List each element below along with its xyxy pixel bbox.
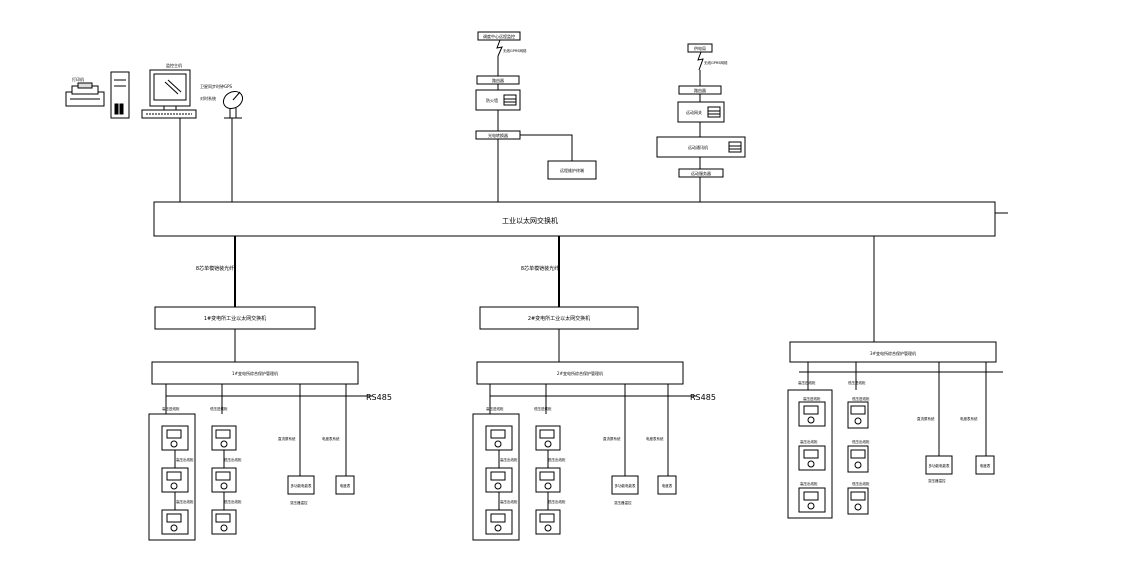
svg-text:2#变电所工业以太网交换机: 2#变电所工业以太网交换机: [528, 315, 590, 322]
satellite-dish-icon: [222, 90, 244, 119]
svg-text:多功能电能表: 多功能电能表: [929, 463, 950, 468]
svg-text:路由器: 路由器: [492, 77, 504, 83]
relay-units-right-1: [211, 425, 237, 535]
energy-meter-1: [287, 475, 315, 495]
main-switch-label: 工业以太网交换机: [502, 216, 558, 225]
svg-text:高压出线柜: 高压出线柜: [176, 457, 194, 462]
svg-text:无线GPRS网络: 无线GPRS网络: [503, 48, 527, 53]
svg-text:2#变电所综合保护管理机: 2#变电所综合保护管理机: [557, 370, 603, 376]
utility-top-box: [687, 43, 713, 53]
svg-text:电度表系统: 电度表系统: [960, 416, 978, 421]
relay-units-left-3: [798, 401, 826, 513]
svg-text:高压出线柜: 高压出线柜: [500, 499, 518, 504]
utility-comm: [656, 136, 746, 158]
utility-group: 供电局 无线GPRS网络 路由器 远动网关 远动通讯机 远动服务器: [656, 43, 746, 202]
gps-sub-label: 对时系统: [200, 95, 216, 101]
svg-text:路由器: 路由器: [694, 87, 706, 93]
svg-text:低压进线柜: 低压进线柜: [848, 380, 866, 385]
monitor-label: 监控主机: [166, 62, 182, 68]
svg-text:调度中心远程监控: 调度中心远程监控: [483, 33, 515, 39]
gps-label: 卫星同步时钟GPS: [200, 83, 233, 89]
svg-text:低压进线柜: 低压进线柜: [852, 396, 870, 401]
svg-text:光电转换器: 光电转换器: [488, 132, 508, 138]
dispatch-center-group: 调度中心远程监控 无线GPRS网络 路由器 防火墙 光电转换器 远程维护终端: [475, 31, 597, 202]
svg-text:电度表系统: 电度表系统: [322, 436, 340, 441]
relay-units-right-2: [535, 425, 561, 535]
svg-text:高压进线柜: 高压进线柜: [803, 396, 821, 401]
svg-text:防火墙: 防火墙: [486, 97, 498, 103]
svg-text:低压进线柜: 低压进线柜: [534, 406, 552, 411]
svg-text:变压器温控: 变压器温控: [928, 478, 946, 483]
svg-text:高压出线柜: 高压出线柜: [800, 481, 818, 486]
svg-text:直流屏系统: 直流屏系统: [278, 436, 296, 441]
utility-lightning-icon: [697, 51, 704, 71]
svg-text:低压进线柜: 低压进线柜: [210, 406, 228, 411]
hv-cabinet-group-3: [787, 389, 833, 519]
svg-text:电度表: 电度表: [980, 463, 991, 468]
svg-text:低压出线柜: 低压出线柜: [852, 439, 870, 444]
substation-2: 8芯单模铠装光纤 2#变电所工业以太网交换机 2#变电所综合保护管理机 RS48…: [472, 236, 716, 541]
svg-text:低压出线柜: 低压出线柜: [548, 499, 566, 504]
svg-text:变压器温控: 变压器温控: [290, 500, 308, 505]
svg-text:变压器温控: 变压器温控: [614, 500, 632, 505]
rs485-label-2: RS485: [690, 393, 716, 402]
svg-text:高压出线柜: 高压出线柜: [800, 439, 818, 444]
svg-text:远动服务器: 远动服务器: [691, 170, 711, 176]
hv-cabinet-group-1: [148, 413, 196, 541]
svg-text:多功能电能表: 多功能电能表: [291, 483, 312, 488]
energy-meter-2: [611, 475, 639, 495]
svg-text:高压出线柜: 高压出线柜: [176, 499, 194, 504]
svg-text:3#变电所综合保护管理机: 3#变电所综合保护管理机: [870, 350, 916, 356]
svg-text:供电局: 供电局: [694, 45, 706, 51]
svg-text:1#变电所综合保护管理机: 1#变电所综合保护管理机: [232, 370, 278, 376]
substation-1: 8芯单模铠装光纤 1#变电所工业以太网交换机 1#变电所综合保护管理机 RS48…: [148, 236, 392, 541]
rs485-label-1: RS485: [366, 393, 392, 402]
svg-text:低压出线柜: 低压出线柜: [852, 481, 870, 486]
meter-box-1: [335, 475, 355, 495]
svg-text:远动通讯机: 远动通讯机: [688, 144, 708, 150]
printer-icon: [65, 82, 105, 107]
svg-text:直流屏系统: 直流屏系统: [917, 416, 935, 421]
computer-tower-icon: [110, 71, 130, 119]
substation-1-collector: [151, 361, 359, 385]
meter-box-3: [975, 455, 995, 475]
svg-text:多功能电能表: 多功能电能表: [615, 483, 636, 488]
svg-text:远动网关: 远动网关: [686, 109, 702, 115]
fiber-label-2: 8芯单模铠装光纤: [521, 265, 559, 272]
meter-box-2: [657, 475, 677, 495]
svg-text:无线GPRS网络: 无线GPRS网络: [704, 60, 728, 65]
dispatch-top-box: [477, 31, 521, 41]
printer-label: 打印机: [72, 76, 84, 82]
remote-maintenance-box: [547, 160, 597, 180]
svg-text:低压出线柜: 低压出线柜: [224, 457, 242, 462]
svg-text:高压进线柜: 高压进线柜: [162, 406, 180, 411]
substation-3-switch: [789, 341, 997, 363]
svg-text:高压出线柜: 高压出线柜: [500, 457, 518, 462]
relay-units-left-1: [161, 425, 189, 535]
main-ethernet-switch: [153, 201, 996, 237]
svg-text:电度表: 电度表: [340, 483, 351, 488]
svg-text:低压出线柜: 低压出线柜: [548, 457, 566, 462]
hv-cabinet-group-2: [472, 413, 520, 541]
monitor-icon: [141, 69, 197, 119]
utility-server: [678, 168, 724, 178]
svg-text:高压进线柜: 高压进线柜: [486, 406, 504, 411]
energy-meter-3: [925, 455, 953, 475]
substation-3: 3#变电所综合保护管理机 高压进线柜 低压进线柜 高压进线柜 高压出线柜 高压出…: [787, 236, 1003, 519]
fiber-label-1: 8芯单模铠装光纤: [196, 265, 234, 272]
svg-text:1#变电所工业以太网交换机: 1#变电所工业以太网交换机: [204, 315, 266, 322]
lightning-icon: [496, 39, 503, 57]
svg-text:远程维护终端: 远程维护终端: [560, 167, 584, 173]
svg-text:电度表: 电度表: [662, 483, 673, 488]
svg-text:直流屏系统: 直流屏系统: [603, 436, 621, 441]
svg-text:高压进线柜: 高压进线柜: [798, 380, 816, 385]
workstation-group: 监控主机 打印机 卫星同步时钟GPS 对时系统: [65, 62, 244, 202]
relay-units-right-3: [847, 401, 869, 515]
svg-text:电度表系统: 电度表系统: [646, 436, 664, 441]
substation-2-collector: [476, 361, 684, 385]
relay-units-left-2: [485, 425, 513, 535]
svg-text:低压出线柜: 低压出线柜: [224, 499, 242, 504]
